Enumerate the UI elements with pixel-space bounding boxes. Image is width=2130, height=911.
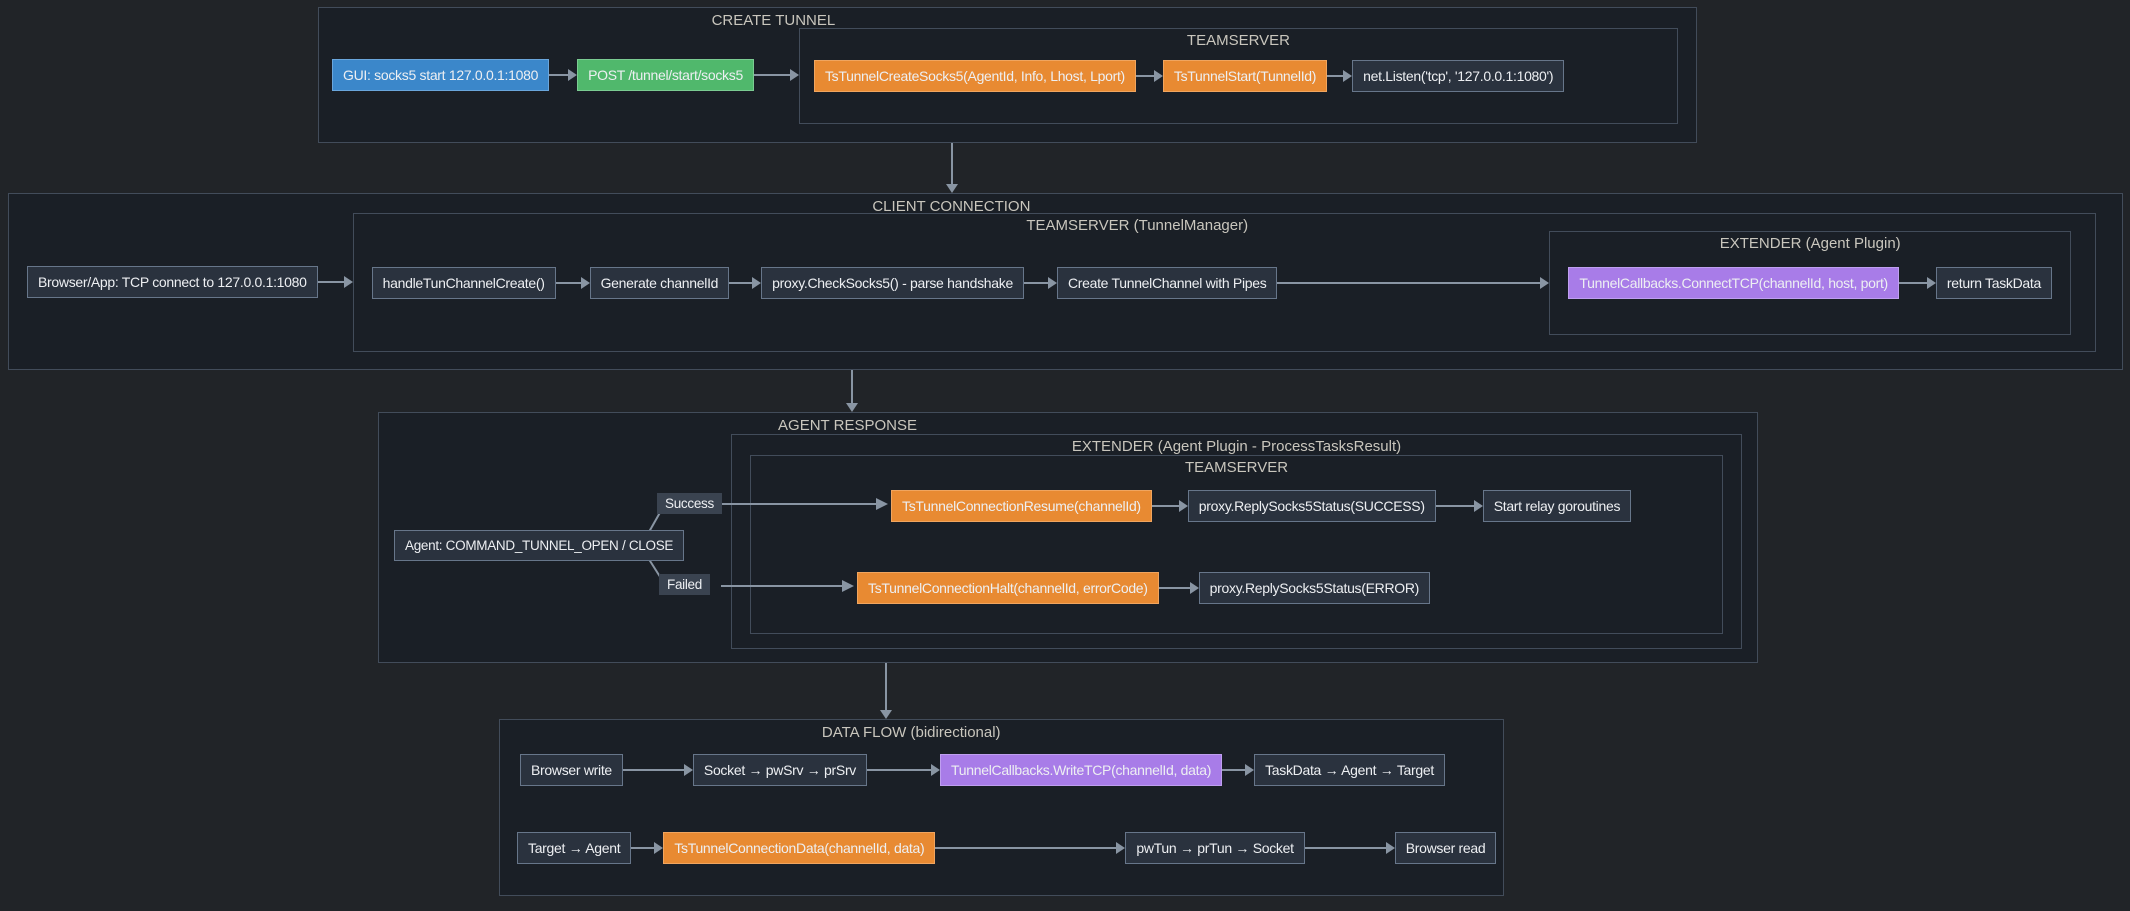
node-taskdata-agent-target: TaskData → Agent → Target xyxy=(1254,754,1445,786)
node-agent-command-tunnel: Agent: COMMAND_TUNNEL_OPEN / CLOSE xyxy=(394,530,685,561)
flow-arrow xyxy=(1327,70,1352,82)
node-ts-tunnel-connection-data: TsTunnelConnectionData(channelId, data) xyxy=(663,832,936,864)
node-proxy-check-socks5: proxy.CheckSocks5() - parse handshake xyxy=(761,266,1024,299)
flow-arrow xyxy=(1023,277,1057,289)
flow-arrow xyxy=(1135,70,1163,82)
flow-arrow xyxy=(729,277,761,289)
flow-arrow xyxy=(317,276,353,288)
section-create-tunnel: CREATE TUNNEL GUI: socks5 start 127.0.0.… xyxy=(318,7,1697,143)
node-reply-socks5-error: proxy.ReplySocks5Status(ERROR) xyxy=(1198,572,1431,604)
group-extender-process-tasks: EXTENDER (Agent Plugin - ProcessTasksRes… xyxy=(731,434,1742,649)
node-generate-channelid: Generate channelId xyxy=(589,266,730,299)
flow-arrow xyxy=(753,69,799,81)
node-create-tunnel-channel: Create TunnelChannel with Pipes xyxy=(1056,266,1278,299)
section-connector-arrow xyxy=(880,663,892,719)
flow-arrow xyxy=(867,764,940,776)
flow-arrow xyxy=(935,842,1125,854)
flow-arrow xyxy=(1435,500,1483,512)
group-teamserver-create: TEAMSERVER TsTunnelCreateSocks5(AgentId,… xyxy=(798,28,1678,124)
node-reply-socks5-success: proxy.ReplySocks5Status(SUCCESS) xyxy=(1187,490,1436,522)
group-title-teamserver: TEAMSERVER xyxy=(1186,32,1291,49)
node-ts-tunnel-connection-halt: TsTunnelConnectionHalt(channelId, errorC… xyxy=(857,572,1159,604)
node-handle-tun-channel-create: handleTunChannelCreate() xyxy=(371,266,556,299)
flow-arrow xyxy=(622,764,693,776)
section-title-agent-response: AGENT RESPONSE xyxy=(778,417,917,434)
flow-arrow xyxy=(631,842,663,854)
node-net-listen: net.Listen('tcp', '127.0.0.1:1080') xyxy=(1352,60,1565,92)
group-extender-agent-plugin: EXTENDER (Agent Plugin) TunnelCallbacks.… xyxy=(1549,230,2071,335)
flow-arrow xyxy=(1222,764,1254,776)
node-tunnelcallbacks-write-tcp: TunnelCallbacks.WriteTCP(channelId, data… xyxy=(940,754,1223,786)
node-ts-tunnel-create-socks5: TsTunnelCreateSocks5(AgentId, Info, Lhos… xyxy=(813,60,1136,92)
section-title-data-flow: DATA FLOW (bidirectional) xyxy=(821,724,1001,741)
node-socket-pwsrv-prsrv: Socket → pwSrv → prSrv xyxy=(692,754,868,786)
flow-arrow xyxy=(1898,277,1936,289)
section-connector-arrow xyxy=(846,370,858,412)
group-title-teamserver-response: TEAMSERVER xyxy=(1184,459,1289,476)
section-title-client-connection: CLIENT CONNECTION xyxy=(872,198,1031,215)
failed-label-chip: Failed xyxy=(659,574,710,595)
node-browser-write: Browser write xyxy=(520,754,623,786)
flow-arrow xyxy=(549,69,577,81)
node-ts-tunnel-connection-resume: TsTunnelConnectionResume(channelId) xyxy=(891,490,1152,522)
flow-arrow xyxy=(555,277,590,289)
node-gui-socks5-start: GUI: socks5 start 127.0.0.1:1080 xyxy=(332,59,550,91)
group-title-teamserver-tunnelmanager: TEAMSERVER (TunnelManager) xyxy=(1026,217,1249,234)
node-pwtun-prtun-socket: pwTun → prTun → Socket xyxy=(1125,832,1305,864)
group-teamserver-tunnelmanager: TEAMSERVER (TunnelManager) handleTunChan… xyxy=(352,213,2096,352)
group-title-extender-process-tasks: EXTENDER (Agent Plugin - ProcessTasksRes… xyxy=(1071,438,1402,455)
node-target-agent: Target → Agent xyxy=(517,832,632,864)
section-connector-arrow xyxy=(946,143,958,193)
node-ts-tunnel-start: TsTunnelStart(TunnelId) xyxy=(1162,60,1328,92)
group-title-extender-agent-plugin: EXTENDER (Agent Plugin) xyxy=(1719,234,1901,252)
section-data-flow: DATA FLOW (bidirectional) Browser write … xyxy=(499,719,1504,896)
flow-arrow xyxy=(1151,500,1188,512)
section-title-create-tunnel: CREATE TUNNEL xyxy=(711,12,836,29)
flow-arrow xyxy=(1158,582,1199,594)
node-browser-read: Browser read xyxy=(1394,832,1497,864)
success-label-chip: Success xyxy=(657,493,722,514)
node-start-relay-goroutines: Start relay goroutines xyxy=(1482,490,1632,522)
group-teamserver-response: TEAMSERVER TsTunnelConnectionResume(chan… xyxy=(750,455,1723,634)
node-return-taskdata: return TaskData xyxy=(1935,266,2052,299)
node-browser-tcp-connect: Browser/App: TCP connect to 127.0.0.1:10… xyxy=(27,265,318,298)
flow-arrow xyxy=(1277,277,1549,289)
node-post-tunnel-start: POST /tunnel/start/socks5 xyxy=(577,59,754,91)
section-agent-response: AGENT RESPONSE Agent: COMMAND_TUNNEL_OPE… xyxy=(378,412,1758,663)
node-tunnelcallbacks-connect-tcp: TunnelCallbacks.ConnectTCP(channelId, ho… xyxy=(1568,266,1899,299)
flow-arrow xyxy=(1304,842,1395,854)
section-client-connection: CLIENT CONNECTION Browser/App: TCP conne… xyxy=(8,193,2123,370)
